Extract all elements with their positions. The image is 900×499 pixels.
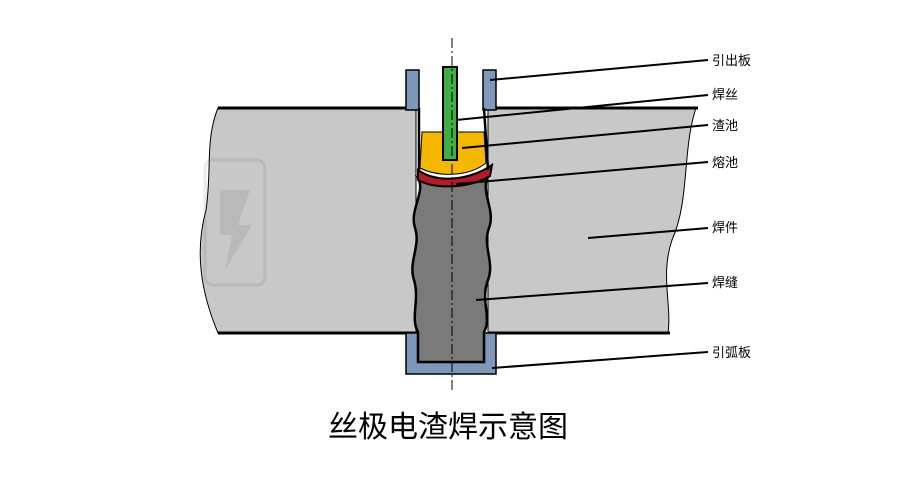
workpiece-left — [199, 107, 417, 334]
label-wire: 焊丝 — [712, 87, 738, 103]
run-out-plate-right — [482, 69, 497, 111]
leader-lines — [455, 59, 709, 369]
welding-wire — [442, 66, 458, 161]
watermark-stamp — [203, 158, 267, 287]
label-workpiece: 焊件 — [712, 220, 738, 236]
label-run-out-plate: 引出板 — [712, 54, 751, 69]
label-run-in-plate: 引弧板 — [712, 346, 751, 361]
label-molten-pool: 熔池 — [712, 156, 738, 171]
diagram-title: 丝极电渣焊示意图 — [328, 410, 568, 445]
molten-pool — [417, 162, 494, 188]
label-slag-pool: 渣池 — [712, 119, 738, 134]
label-weld-seam: 焊缝 — [712, 275, 738, 291]
run-out-plate-left — [405, 69, 420, 111]
workpiece-right — [487, 107, 697, 334]
